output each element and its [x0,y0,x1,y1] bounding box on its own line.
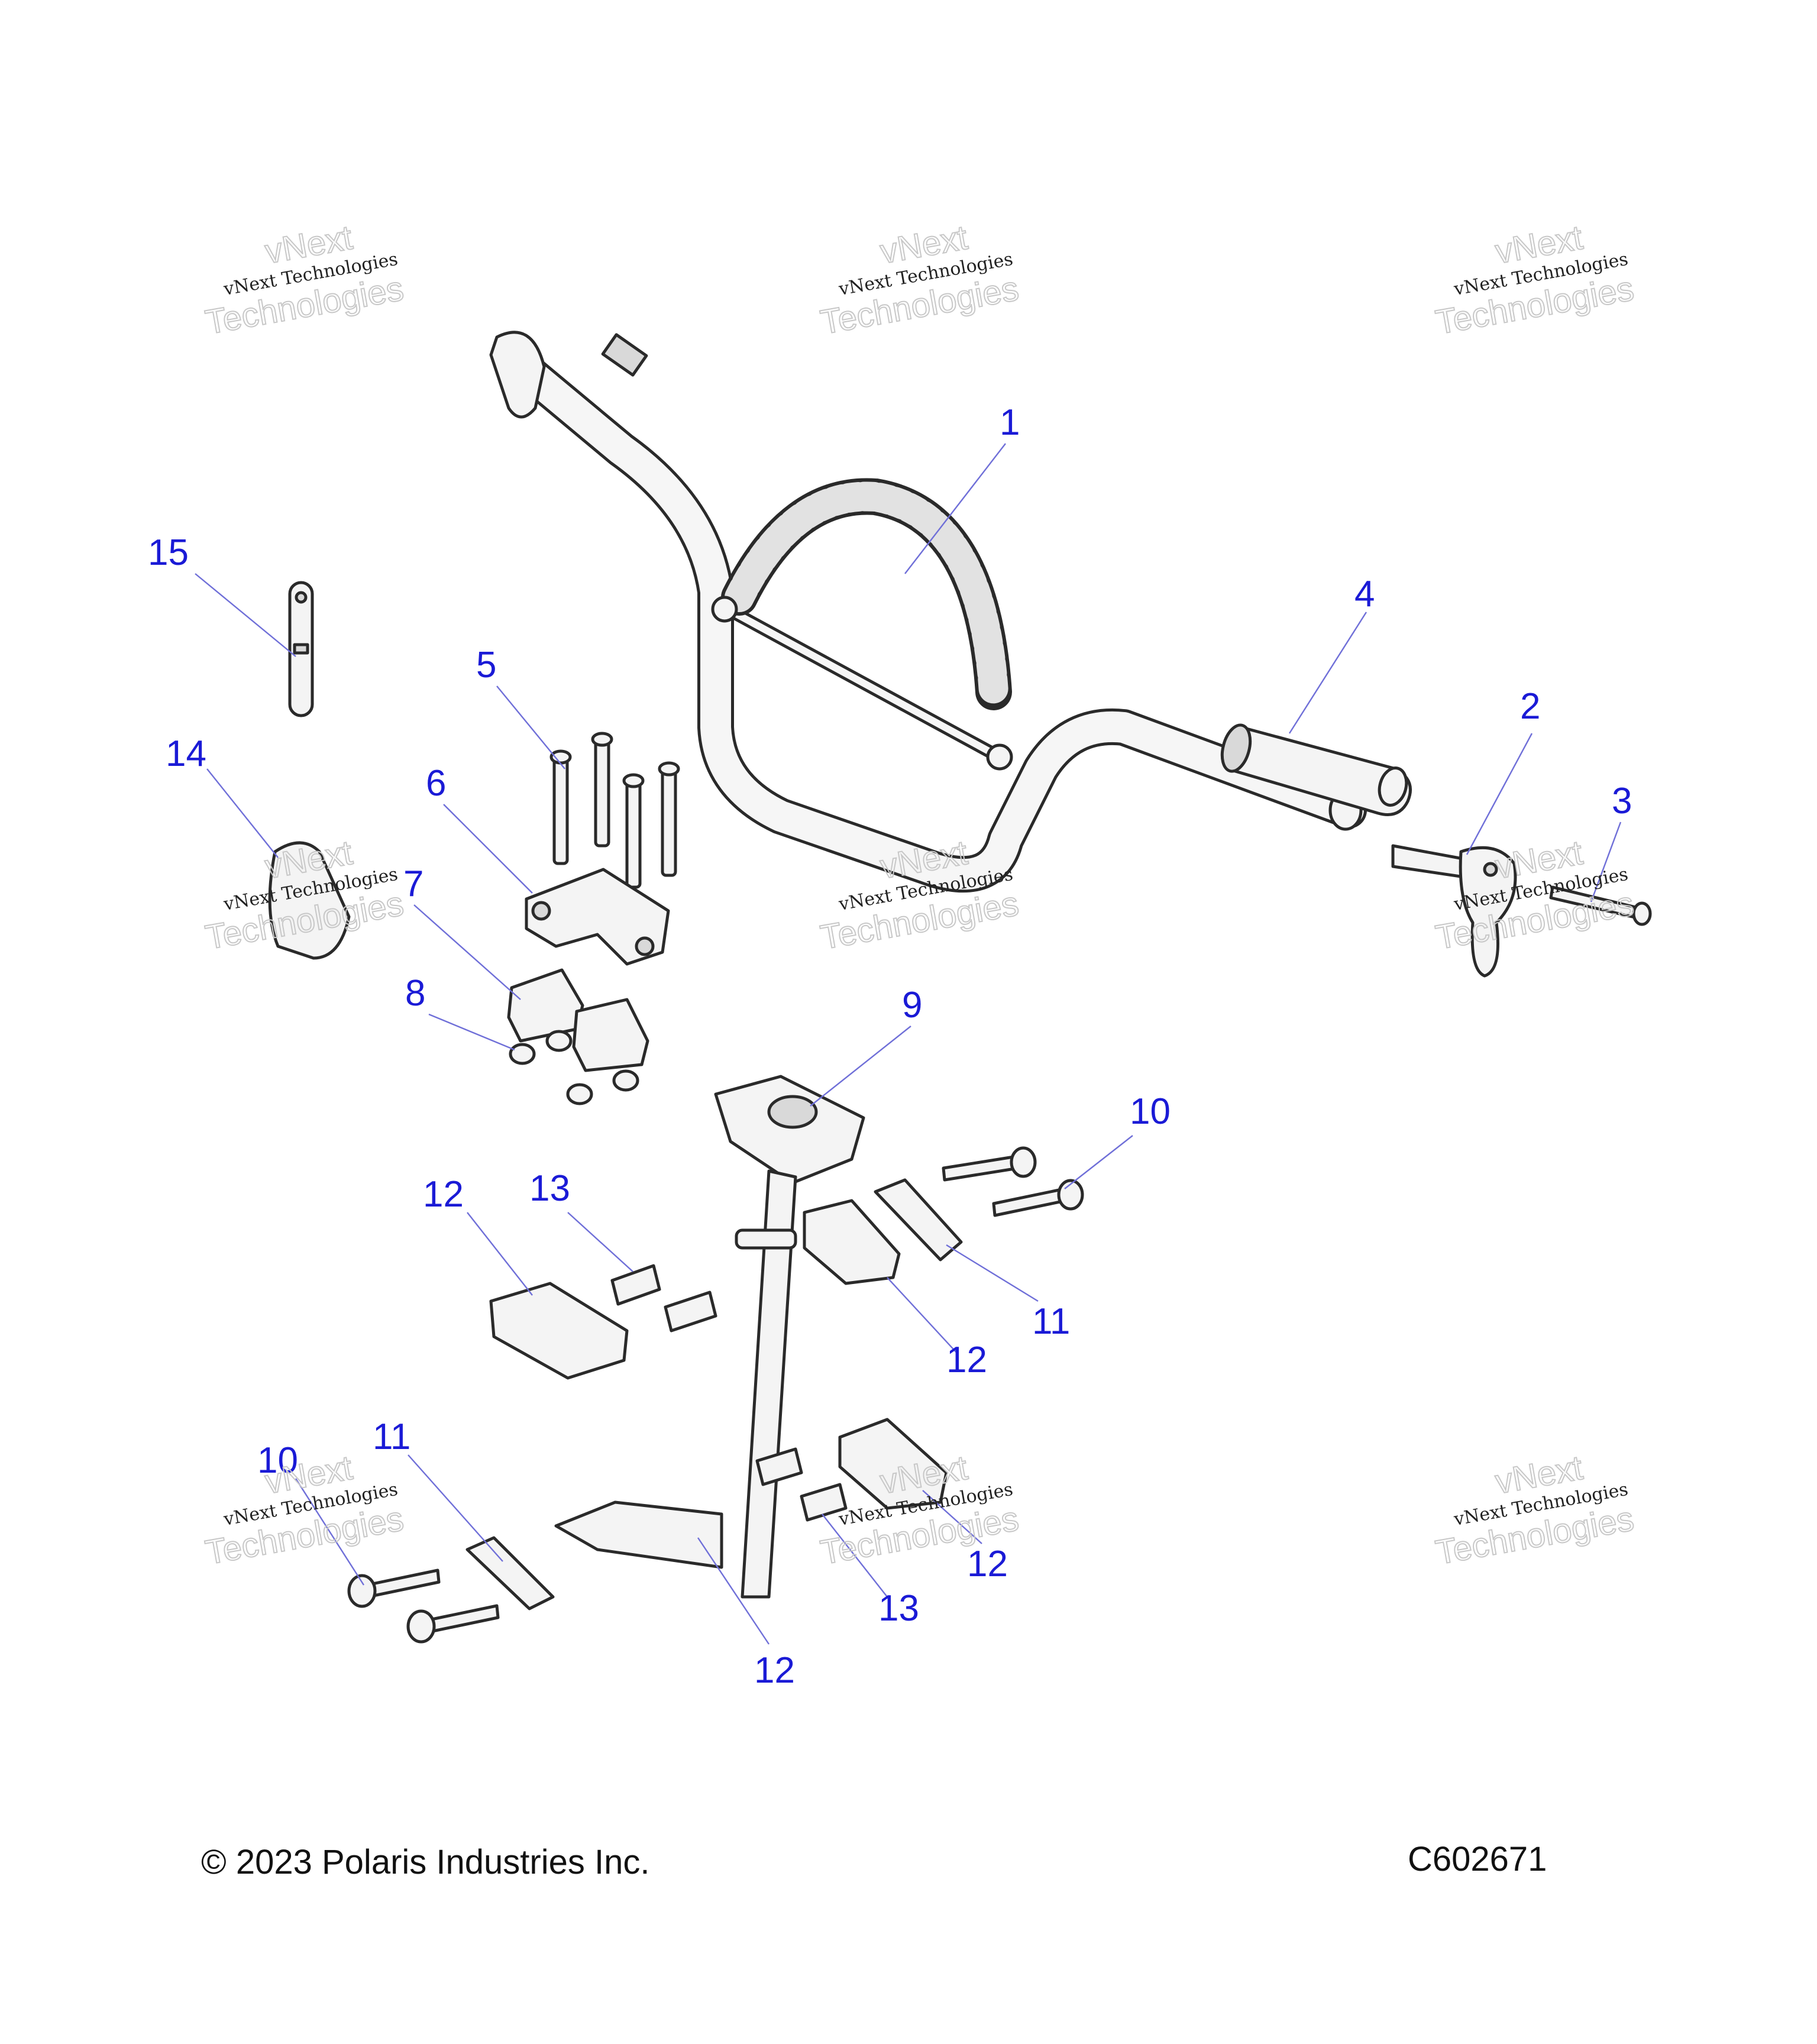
bar-end-bolt [1549,885,1652,926]
leader-lines [195,443,1622,1645]
callout-12-bottom: 12 [754,1650,795,1691]
clamp-bushings [509,1030,639,1105]
callout-13-upper: 13 [529,1168,570,1209]
watermark-top-right: vNext vNext Technologies Technologies [1432,218,1637,342]
callout-5: 5 [476,645,496,685]
mount-bolts [347,1146,1084,1644]
bar-end-weight [1391,844,1517,978]
callout-labels: 1 2 3 4 5 6 7 8 9 10 11 12 12 13 12 13 1… [148,402,1632,1691]
callout-12-lower-right: 12 [967,1544,1008,1584]
callout-3: 3 [1612,781,1632,822]
clamp-bolts [549,732,680,889]
callout-2: 2 [1520,686,1540,727]
callout-4: 4 [1354,574,1375,615]
pinch-strap [288,581,314,717]
callout-10-left: 10 [257,1440,298,1481]
handlebar [489,331,1367,893]
lower-post-clamps [489,1199,948,1510]
callout-7: 7 [403,863,423,904]
watermark-mid-left: vNext vNext Technologies Technologies [202,833,407,958]
callout-11-left: 11 [373,1416,410,1457]
steering-post [554,1075,865,1599]
callout-1: 1 [1000,402,1020,443]
callout-11-right: 11 [1032,1301,1070,1342]
watermark-bottom-left: vNext vNext Technologies Technologies [202,1448,407,1573]
callout-8: 8 [405,973,425,1014]
callout-9: 9 [902,985,922,1026]
callout-12-left: 12 [423,1174,464,1215]
watermark-top-left: vNext vNext Technologies Technologies [202,218,407,342]
spacers [610,1264,848,1522]
diagram-code: C602671 [1408,1840,1547,1878]
handlebar-cover-pad [268,841,351,960]
grip [1220,723,1412,816]
copyright-notice: © 2023 Polaris Industries Inc. [201,1843,650,1881]
callout-15: 15 [148,532,189,573]
watermark-mid-right: vNext vNext Technologies Technologies [1432,833,1637,958]
callout-10-right: 10 [1130,1091,1171,1132]
watermark-top-center: vNext vNext Technologies Technologies [817,218,1022,342]
callout-6: 6 [426,763,446,804]
lower-clamps [507,968,649,1072]
callout-14: 14 [166,733,206,774]
watermark-bottom-right: vNext vNext Technologies Technologies [1432,1448,1637,1573]
callout-13-lower: 13 [878,1588,919,1629]
callout-12-mid-right: 12 [946,1340,987,1380]
upper-clamp [525,868,670,966]
